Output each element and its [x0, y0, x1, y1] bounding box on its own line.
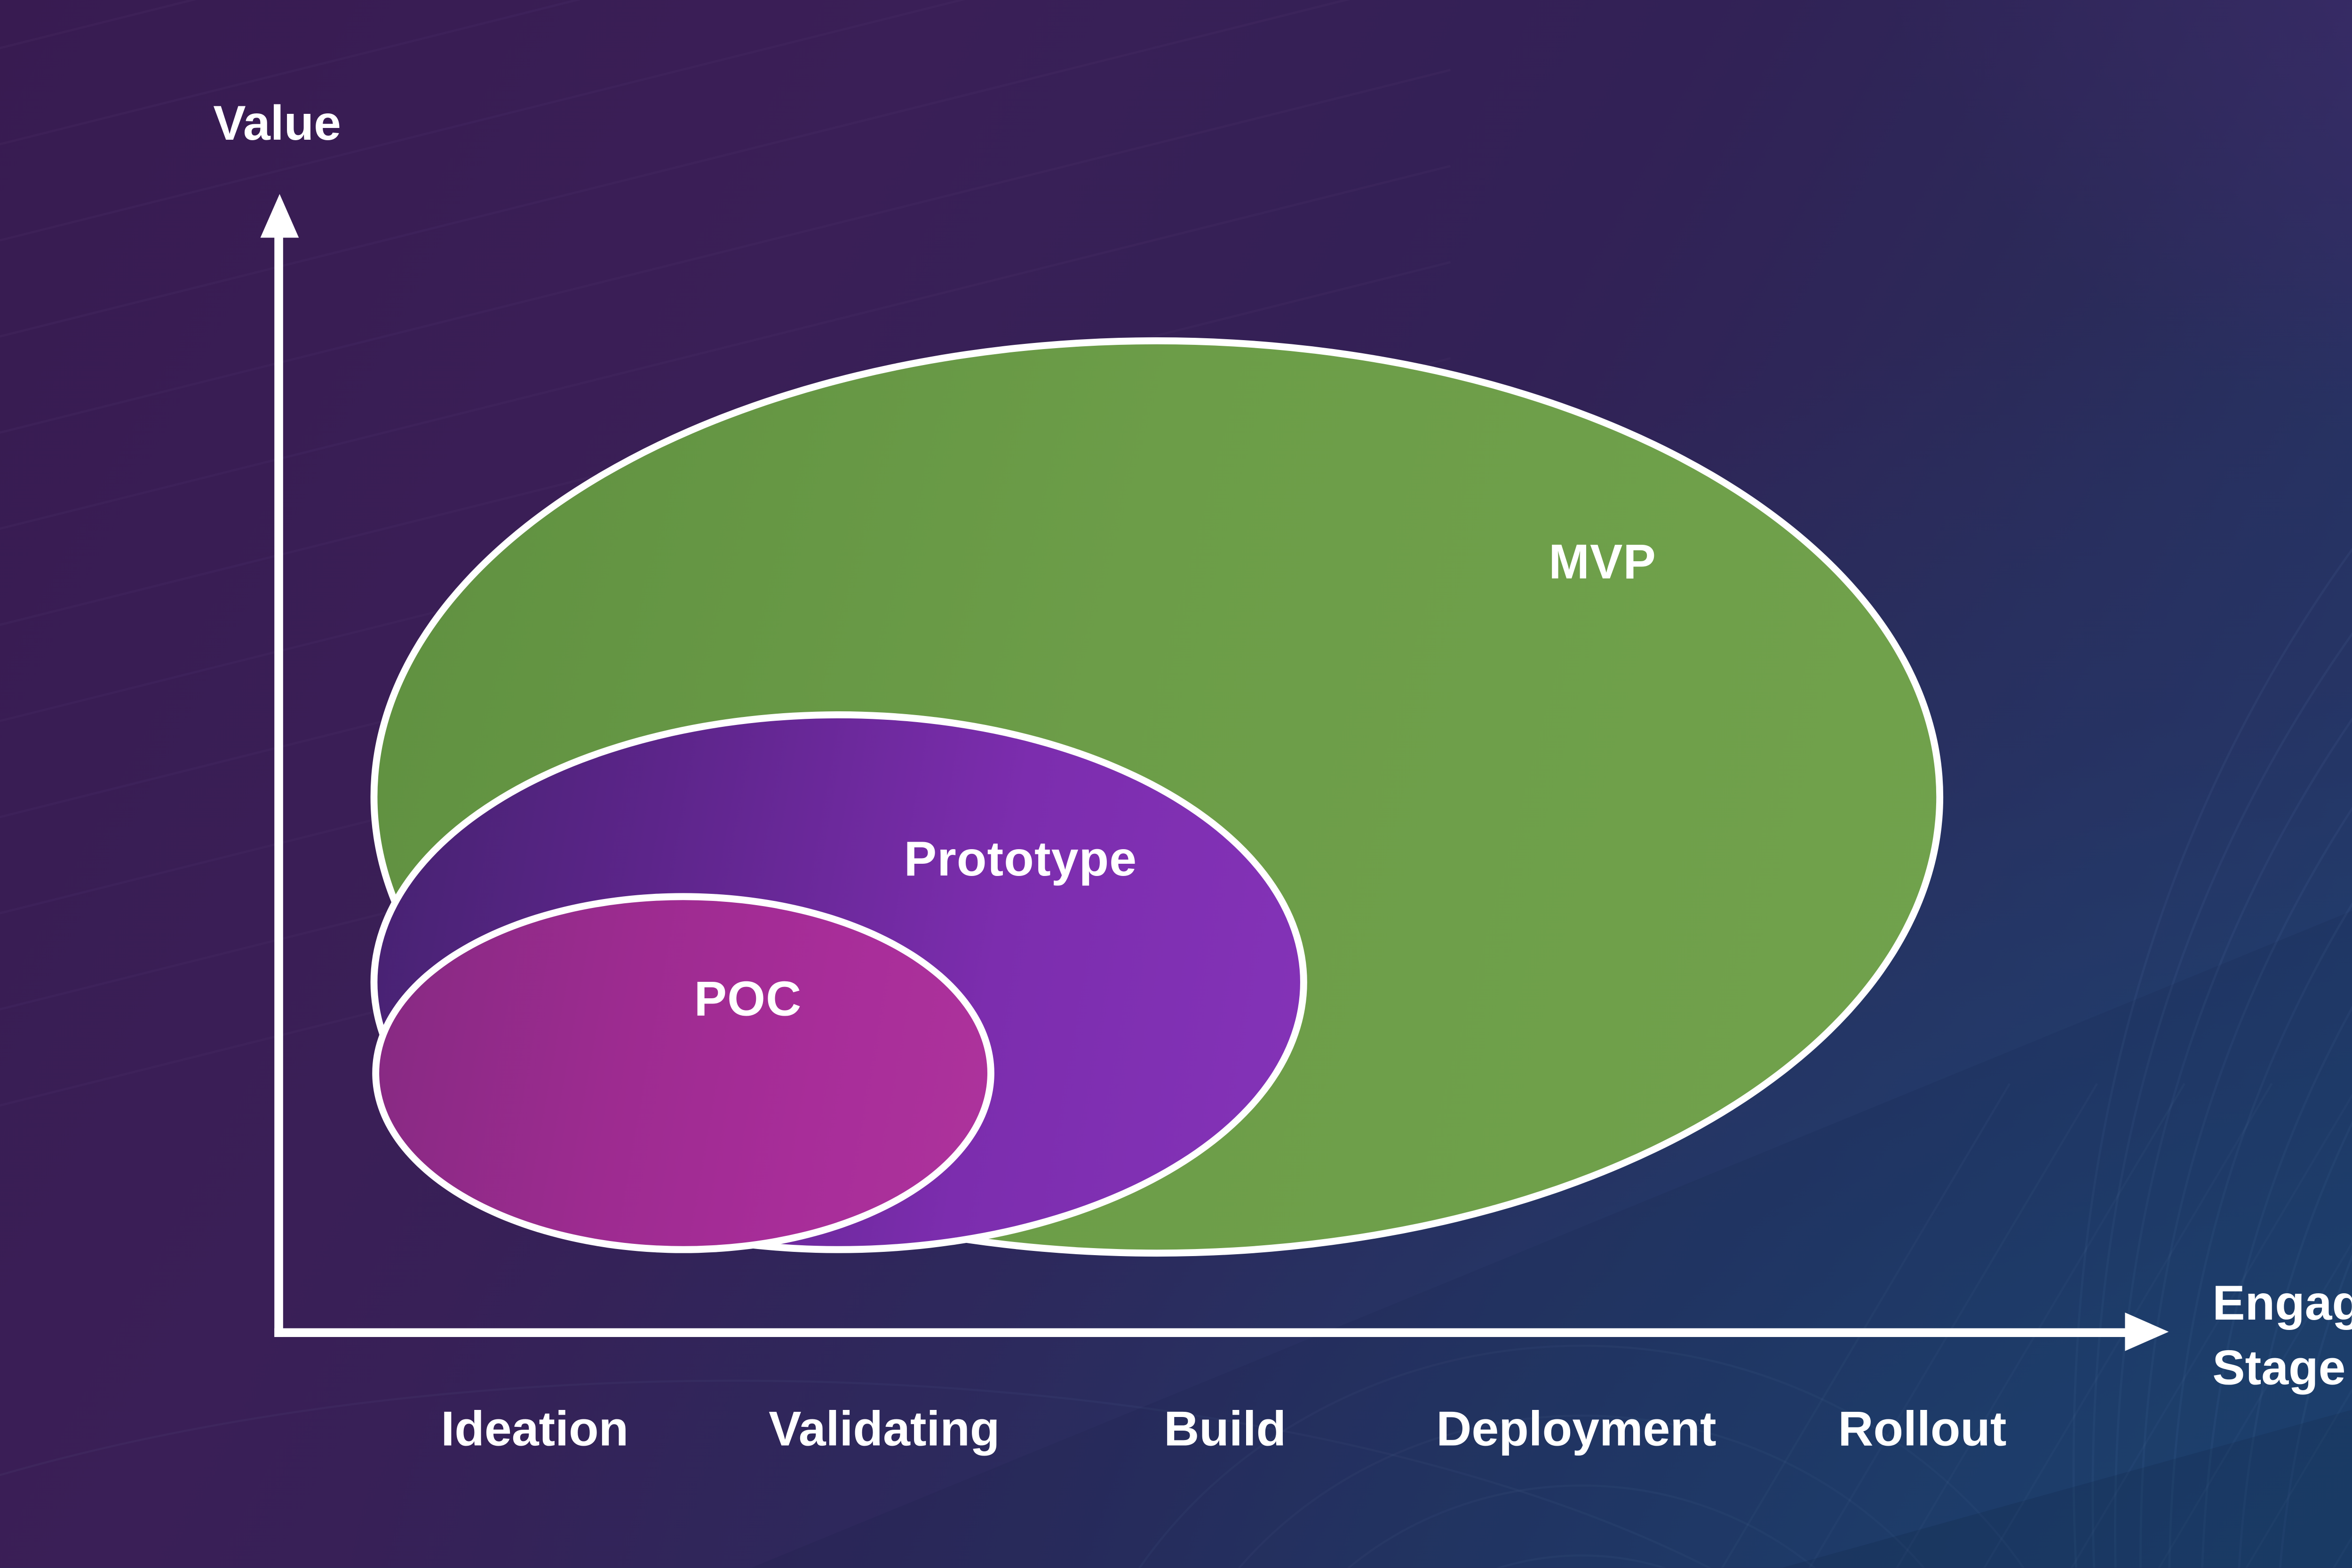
- x-axis-line: [274, 1328, 2127, 1337]
- prototype-ellipse-label: Prototype: [904, 832, 1137, 886]
- x-tick-label-ideation: Ideation: [441, 1401, 629, 1456]
- y-axis-line: [274, 234, 283, 1337]
- bottom-right-diagonal-lines: [1721, 1083, 2352, 1568]
- shade-facets: [751, 911, 2352, 1568]
- y-axis-label: Value: [213, 96, 342, 151]
- poc-ellipse-label: POC: [694, 971, 802, 1026]
- poc-ellipse: POC: [372, 893, 994, 1253]
- x-tick-label-rollout: Rollout: [1838, 1401, 2007, 1456]
- bottom-center-arcs: [0, 1345, 2025, 1568]
- x-tick-label-build: Build: [1164, 1401, 1287, 1456]
- x-tick-label-validating: Validating: [769, 1401, 1000, 1456]
- mvp-ellipse-label: MVP: [1549, 534, 1657, 589]
- x-axis-label: Engagement Stage: [2212, 1275, 2352, 1395]
- y-axis-arrowhead: [260, 194, 299, 238]
- x-tick-label-deployment: Deployment: [1436, 1401, 1716, 1456]
- x-axis-arrowhead: [2125, 1312, 2169, 1351]
- right-swirl-lines: [2072, 548, 2352, 1568]
